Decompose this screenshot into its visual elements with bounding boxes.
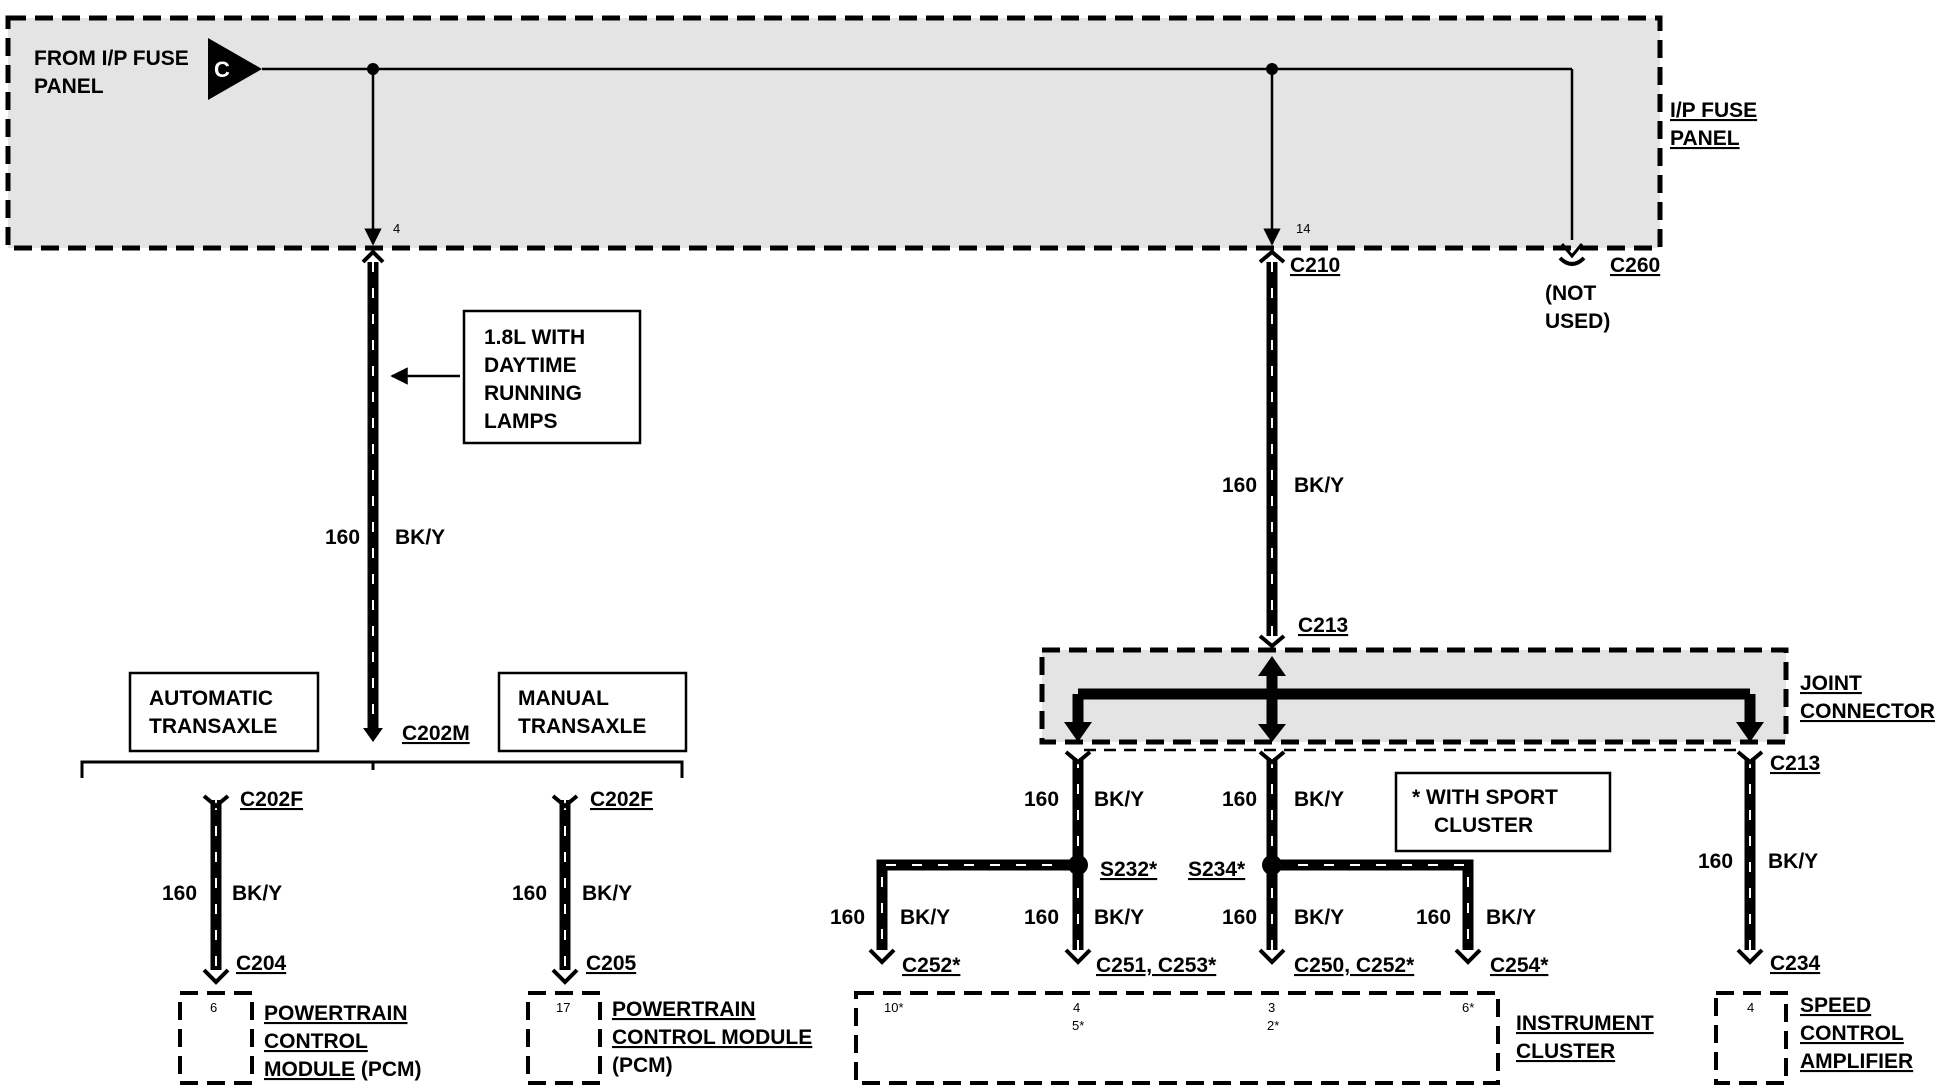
instrument-cluster-name-2: CLUSTER [1516,1040,1615,1063]
wire-circuit-e: 160 [1698,850,1733,873]
joint-connector-box [1039,647,1789,745]
drl-note-4: LAMPS [484,410,558,433]
fuse-source-label-2: PANEL [34,75,104,98]
sport-cluster-note-2: CLUSTER [1434,814,1533,837]
c210-label: C210 [1290,254,1340,277]
pcm-auto-name-1: POWERTRAIN [264,1002,408,1025]
pcm-auto-pin: 6 [210,1000,217,1015]
fuse-pin-14: 14 [1296,221,1310,236]
wire-circuit-d: 160 [1416,906,1451,929]
wire-circuit-auto: 160 [162,882,197,905]
joint-connector-name-1: JOINT [1800,672,1862,695]
auto-transaxle-1: AUTOMATIC [149,687,273,710]
left-branch: 160 BK/Y 1.8L WITH DAYTIME RUNNING LAMPS… [80,249,812,1085]
wire-circuit-trunk: 160 [1222,474,1257,497]
wire-color-b: BK/Y [900,906,950,929]
wire-color-d: BK/Y [1486,906,1536,929]
fuse-panel-name-1: I/P FUSE [1670,99,1757,122]
wire-circuit-c1: 160 [1222,788,1257,811]
wire-color-manual: BK/Y [582,882,632,905]
pcm-manual-pin: 17 [556,1000,570,1015]
manual-transaxle-box [497,671,688,753]
cluster-pin-2: 2* [1267,1018,1279,1033]
wire-circuit-left-main: 160 [325,526,360,549]
right-branch: 160 BK/Y C213 JOINT CONNECTOR C213 160 B… [830,249,1935,1085]
speed-amp-name-3: AMPLIFIER [1800,1050,1913,1073]
auto-transaxle-box [128,671,320,753]
c213-top-label: C213 [1298,614,1348,637]
c205-label: C205 [586,952,637,975]
cluster-pin-3: 3 [1268,1000,1275,1015]
s234-label: S234* [1188,858,1246,881]
fuse-pin-4: 4 [393,221,400,236]
c260-note-1: (NOT [1545,282,1596,305]
drl-note-box [462,309,642,445]
speed-control-amp-box [1714,991,1788,1085]
drl-note-2: DAYTIME [484,354,577,377]
wire-circuit-b: 160 [830,906,865,929]
wire-color-a1: BK/Y [1094,788,1144,811]
c204-label: C204 [236,952,287,975]
drl-note-3: RUNNING [484,382,582,405]
pcm-manual-name-3: (PCM) [612,1054,673,1077]
c234-label: C234 [1770,952,1821,975]
manual-transaxle-1: MANUAL [518,687,609,710]
speed-amp-name-2: CONTROL [1800,1022,1904,1045]
instrument-cluster-box [854,991,1500,1085]
wire-circuit-a2: 160 [1024,906,1059,929]
pcm-manual-box [526,991,602,1085]
pcm-auto-name-3: MODULE (PCM) [264,1058,422,1081]
wire-circuit-c2: 160 [1222,906,1257,929]
c202m-label: C202M [402,722,470,745]
cluster-pin-5: 5* [1072,1018,1084,1033]
fuse-panel-name-2: PANEL [1670,127,1740,150]
auto-transaxle-2: TRANSAXLE [149,715,277,738]
wire-color-c1: BK/Y [1294,788,1344,811]
c252-label: C252* [902,954,961,977]
c251-c253-label: C251, C253* [1096,954,1217,977]
splice-s232 [1068,855,1088,875]
fuse-source-label-1: FROM I/P FUSE [34,47,189,70]
speed-amp-name-1: SPEED [1800,994,1871,1017]
pcm-auto-name-3a: MODULE [264,1058,355,1081]
wire-color-auto: BK/Y [232,882,282,905]
splice-s234 [1262,855,1282,875]
c260-label: C260 [1610,254,1660,277]
wire-circuit-a1: 160 [1024,788,1059,811]
wire-color-a2: BK/Y [1094,906,1144,929]
sport-cluster-note-1: * WITH SPORT [1412,786,1558,809]
cluster-pin-6: 6* [1462,1000,1474,1015]
pcm-auto-name-3b: (PCM) [355,1058,422,1081]
instrument-cluster-name-1: INSTRUMENT [1516,1012,1654,1035]
wire-color-e: BK/Y [1768,850,1818,873]
pcm-auto-name-2: CONTROL [264,1030,368,1053]
c202f-right-label: C202F [590,788,653,811]
fuse-source-triangle [208,38,262,100]
c213-right-label: C213 [1770,752,1820,775]
pcm-manual-name-1: POWERTRAIN [612,998,756,1021]
joint-connector-name-2: CONNECTOR [1800,700,1935,723]
speed-amp-pin: 4 [1747,1000,1754,1015]
pcm-auto-box [178,991,254,1085]
c260-note-2: USED) [1545,310,1610,333]
cluster-pin-10: 10* [884,1000,904,1015]
fuse-tag: C [214,57,230,82]
c250-c252-label: C250, C252* [1294,954,1415,977]
pcm-manual-name-2: CONTROL MODULE [612,1026,812,1049]
drl-note-1: 1.8L WITH [484,326,585,349]
ip-fuse-panel: C FROM I/P FUSE PANEL I/P FUSE PANEL 4 1… [5,15,1757,259]
c254-label: C254* [1490,954,1549,977]
c202f-left-label: C202F [240,788,303,811]
sport-cluster-note-box [1394,771,1612,853]
wire-color-left-main: BK/Y [395,526,445,549]
cluster-pin-4: 4 [1073,1000,1080,1015]
wire-color-c2: BK/Y [1294,906,1344,929]
wire-color-trunk: BK/Y [1294,474,1344,497]
s232-label: S232* [1100,858,1158,881]
manual-transaxle-2: TRANSAXLE [518,715,646,738]
wire-circuit-manual: 160 [512,882,547,905]
